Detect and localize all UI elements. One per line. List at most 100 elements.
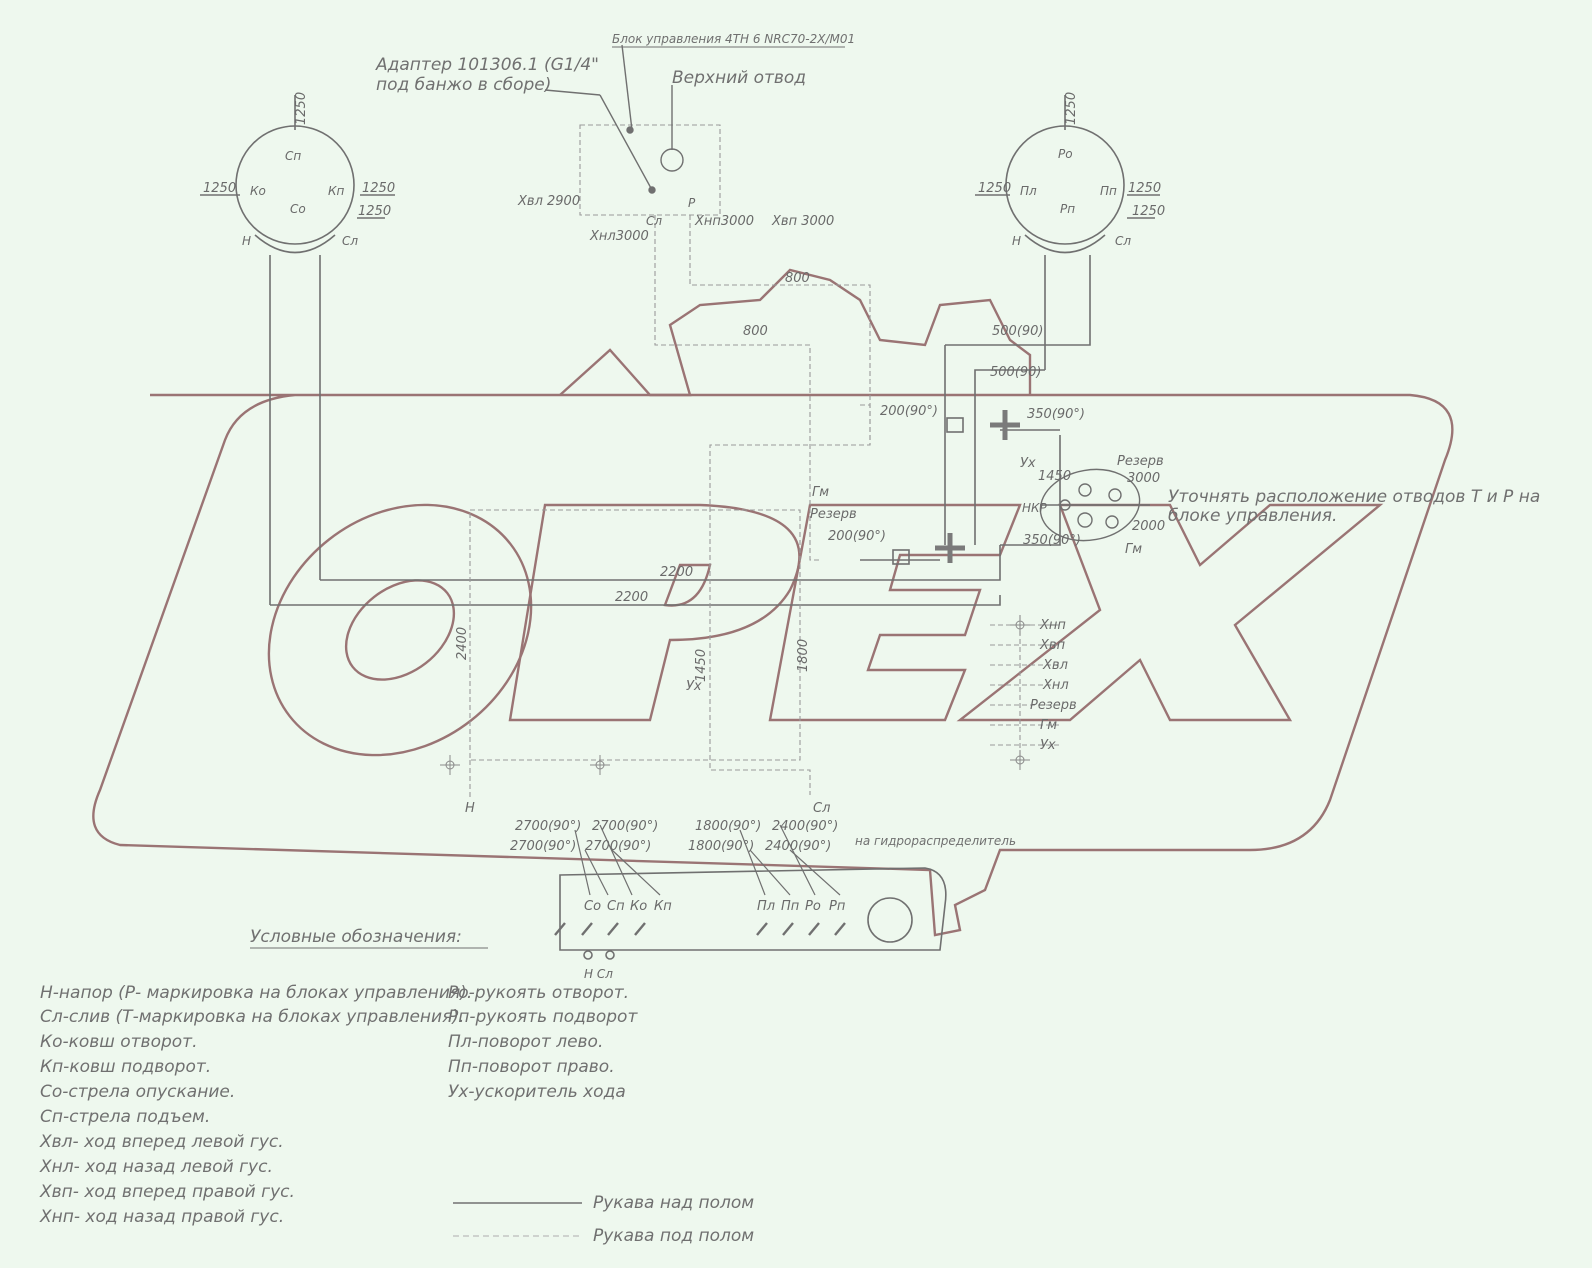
svg-text:1250: 1250: [294, 92, 309, 125]
svg-text:Ко: Ко: [250, 184, 266, 198]
control-block-label: Блок управления 4ТН 6 NRC70-2X/M01: [612, 32, 855, 46]
svg-text:Н: Н: [242, 234, 251, 248]
upper-outlet-label: Верхний отвод: [672, 68, 806, 88]
console-labels: Со Сп Ко Кп Пл Пп Ро Рп Н Сл: [584, 899, 846, 981]
svg-text:Ро: Ро: [805, 899, 821, 914]
control-block: [544, 44, 684, 194]
legend: Условные обозначения: Н-напор (Р- маркир…: [39, 927, 754, 1246]
bottom-hose-labels: 2700(90°) 2700(90°) 2700(90°) 2700(90°) …: [510, 819, 838, 854]
svg-text:Хвл: Хвл: [1042, 658, 1068, 673]
svg-text:2400(90°): 2400(90°): [772, 819, 838, 834]
svg-text:1800(90°): 1800(90°): [688, 839, 754, 854]
callouts: Блок управления 4ТН 6 NRC70-2X/M01 Адапт…: [375, 32, 1540, 848]
svg-text:1800: 1800: [796, 639, 811, 672]
console-block: [554, 824, 947, 960]
svg-text:1250: 1250: [1132, 204, 1165, 219]
svg-text:Пл: Пл: [757, 899, 775, 914]
svg-text:Кп: Кп: [328, 184, 345, 198]
svg-text:Ро: Ро: [1058, 147, 1073, 161]
svg-text:Ко: Ко: [630, 899, 647, 914]
svg-text:Резерв: Резерв: [810, 507, 857, 522]
clarify-label-2: блоке управления.: [1168, 506, 1337, 526]
svg-text:1450: 1450: [1038, 469, 1071, 484]
legend-item: Сп-стрела подъем.: [40, 1107, 210, 1127]
svg-text:1250: 1250: [978, 181, 1011, 196]
svg-text:Ух: Ух: [1040, 738, 1056, 753]
svg-text:500(90): 500(90): [990, 365, 1042, 380]
distributor-plate: [1039, 468, 1141, 542]
svg-text:1250: 1250: [358, 204, 391, 219]
svg-text:Хнл3000: Хнл3000: [589, 229, 649, 244]
svg-text:1250: 1250: [362, 181, 395, 196]
svg-text:2700(90°): 2700(90°): [510, 839, 576, 854]
hoses-under-floor: [469, 124, 1060, 800]
watermark-logo: [92, 268, 1454, 937]
svg-text:Сп: Сп: [285, 149, 301, 163]
right-pedal-labels: 1250 1250 1250 1250 Ро Пл Пп Рп Н Сл: [978, 92, 1165, 248]
legend-item: Хвл- ход вперед левой гус.: [39, 1132, 284, 1152]
svg-text:500(90): 500(90): [992, 324, 1044, 339]
svg-text:Хвп 3000: Хвп 3000: [771, 214, 834, 229]
block-labels: Хвл 2900 Хнл3000 Сл Р Хнп3000 Хвп 3000: [517, 194, 834, 244]
svg-text:Хнп3000: Хнп3000: [694, 214, 754, 229]
svg-text:Сл: Сл: [813, 801, 830, 816]
svg-text:Хнп: Хнп: [1039, 618, 1066, 633]
svg-text:Рп: Рп: [829, 899, 846, 914]
svg-text:3000: 3000: [1127, 471, 1160, 486]
left-pedal-labels: 1250 1250 1250 1250 Сп Ко Кп Со Н Сл: [203, 92, 395, 248]
svg-text:Пл: Пл: [1020, 184, 1037, 198]
svg-text:Ух: Ух: [1020, 456, 1036, 471]
svg-text:Пп: Пп: [781, 899, 800, 914]
svg-text:2700(90°): 2700(90°): [585, 839, 651, 854]
legend-above-floor: Рукава над полом: [593, 1193, 754, 1213]
svg-text:Гм: Гм: [1040, 718, 1057, 733]
svg-text:Рп: Рп: [1060, 202, 1075, 216]
legend-item: Рп-рукоять подворот: [448, 1007, 638, 1027]
legend-item: Пл-поворот лево.: [448, 1032, 603, 1052]
hoses-above-floor: [270, 335, 1150, 606]
svg-text:350(90°): 350(90°): [1023, 533, 1081, 548]
svg-text:2200: 2200: [660, 565, 693, 580]
legend-item: Со-стрела опускание.: [40, 1082, 235, 1102]
svg-text:2400: 2400: [455, 627, 470, 660]
svg-text:Н: Н: [1012, 234, 1021, 248]
svg-text:2000: 2000: [1132, 519, 1165, 534]
legend-item: Кп-ковш подворот.: [40, 1057, 211, 1077]
stack-labels: Хнп Хвп Хвл Хнл Резерв Гм Ух: [1030, 618, 1077, 753]
svg-text:Сп: Сп: [607, 899, 625, 914]
svg-text:Ух: Ух: [686, 679, 702, 694]
svg-text:Хнл: Хнл: [1042, 678, 1069, 693]
svg-text:1250: 1250: [1064, 92, 1079, 125]
legend-item: Ух-ускоритель хода: [448, 1082, 626, 1102]
legend-item: Ро-рукоять отворот.: [448, 983, 629, 1003]
adapter-label-2: под банжо в сборе): [376, 75, 551, 95]
legend-item: Пп-поворот право.: [448, 1057, 615, 1077]
svg-text:Хвп: Хвп: [1039, 638, 1066, 653]
svg-text:800: 800: [785, 271, 810, 286]
adapter-label-1: Адаптер 101306.1 (G1/4": [375, 55, 599, 75]
port-labels: Ух Резерв Гм Гм Резерв Ух Н Сл НКР: [465, 454, 1164, 816]
right-pedal-block: [975, 95, 1160, 370]
legend-item: Хнл- ход назад левой гус.: [39, 1157, 273, 1177]
svg-text:Резерв: Резерв: [1030, 698, 1077, 713]
svg-text:800: 800: [743, 324, 768, 339]
svg-text:2700(90°): 2700(90°): [592, 819, 658, 834]
svg-text:200(90°): 200(90°): [880, 404, 938, 419]
svg-text:Н: Н: [465, 801, 475, 816]
svg-text:Сл: Сл: [1115, 234, 1131, 248]
legend-item: Хвп- ход вперед правой гус.: [39, 1182, 295, 1202]
svg-text:Н Сл: Н Сл: [584, 967, 613, 981]
svg-text:НКР: НКР: [1022, 501, 1048, 515]
legend-item: Ко-ковш отворот.: [40, 1032, 197, 1052]
svg-text:2700(90°): 2700(90°): [515, 819, 581, 834]
to-distributor-label: на гидрораспределитель: [855, 834, 1016, 848]
hose-lengths: 800 800 500(90) 500(90) 200(90°) 350(90°…: [455, 271, 1165, 682]
svg-text:Гм: Гм: [1125, 542, 1142, 557]
svg-text:1800(90°): 1800(90°): [695, 819, 761, 834]
svg-text:Пп: Пп: [1100, 184, 1117, 198]
svg-text:1250: 1250: [1128, 181, 1161, 196]
svg-text:2400(90°): 2400(90°): [765, 839, 831, 854]
crosshair-marks: [440, 615, 1030, 775]
